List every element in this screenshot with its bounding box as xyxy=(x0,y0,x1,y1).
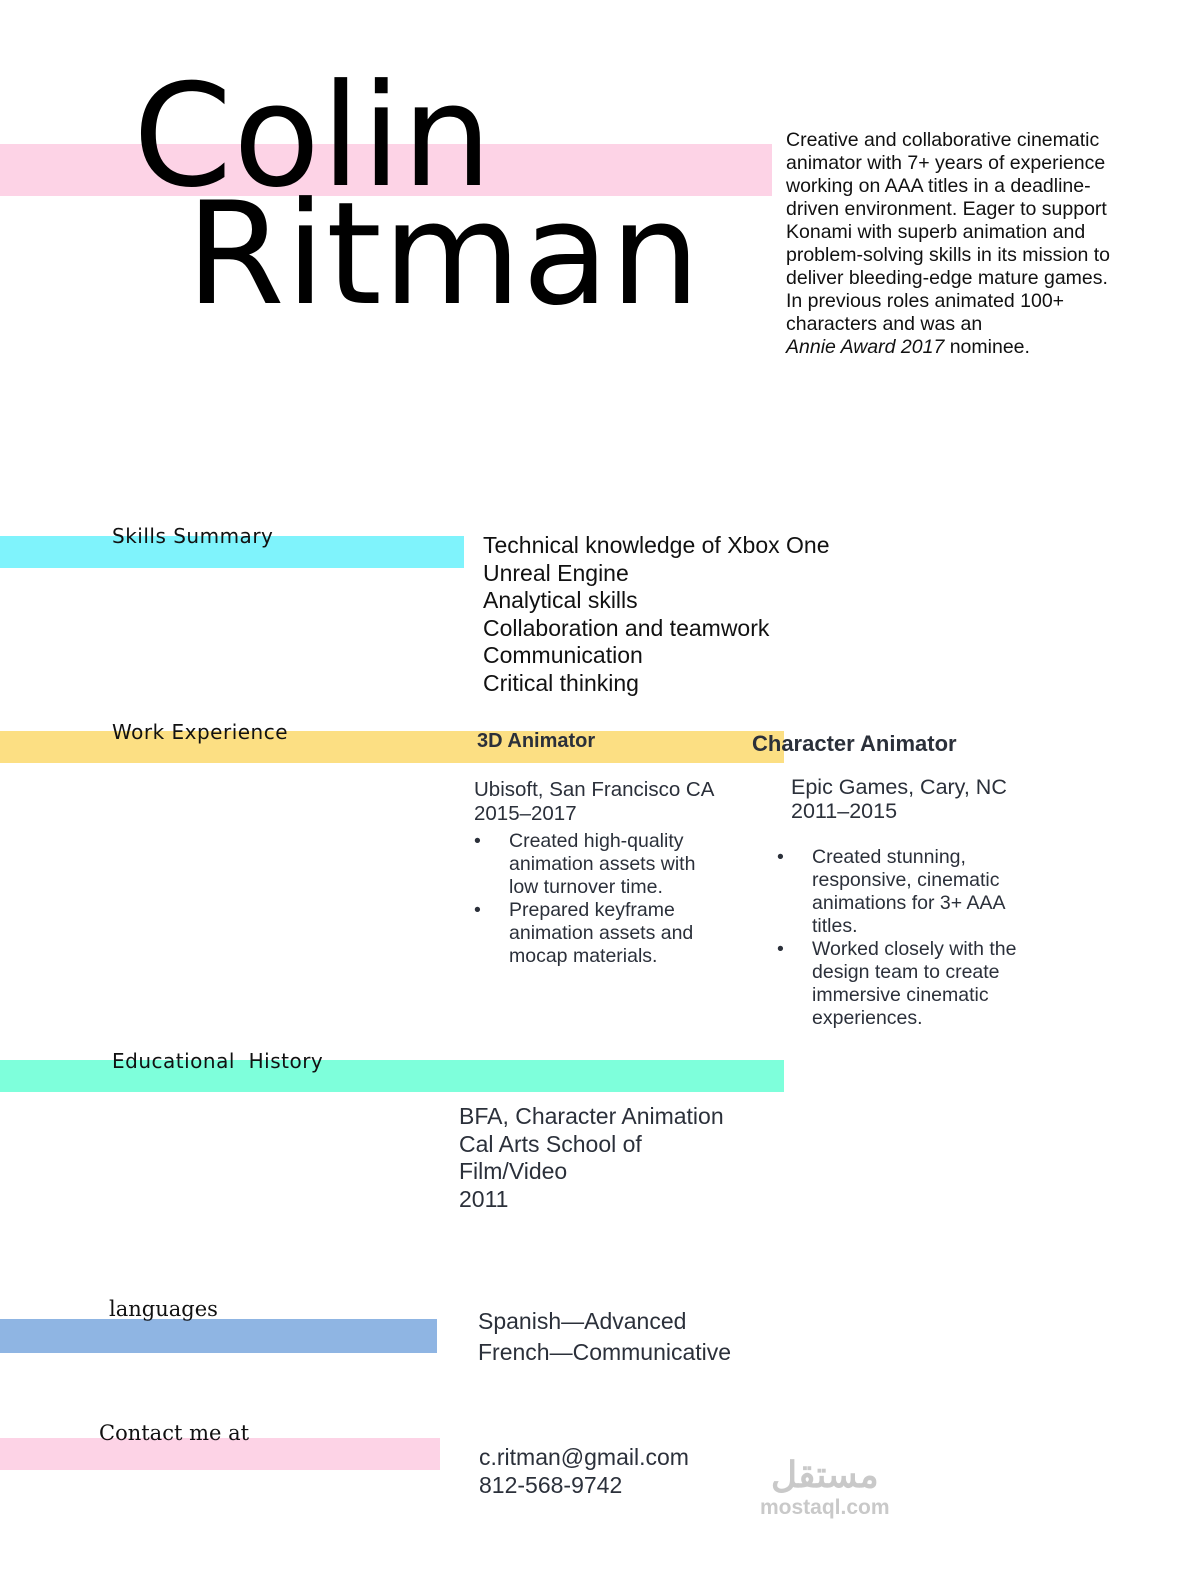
job-bullets: Created high-quality animation assets wi… xyxy=(474,830,704,968)
skills-list: Technical knowledge of Xbox One Unreal E… xyxy=(483,532,830,698)
contact-email[interactable]: c.ritman@gmail.com xyxy=(479,1444,689,1470)
language-item: Spanish—Advanced xyxy=(478,1308,687,1334)
education-line: 2011 xyxy=(459,1185,509,1212)
job-bullet: Prepared keyframe animation assets and m… xyxy=(474,899,704,968)
education-heading: Educational History xyxy=(112,1049,324,1073)
skills-heading: Skills Summary xyxy=(112,524,274,548)
work-heading: Work Experience xyxy=(112,720,289,744)
job-company: Ubisoft, San Francisco CA xyxy=(474,778,715,801)
job-dates: 2015–2017 xyxy=(474,802,577,825)
summary-award: Annie Award 2017 xyxy=(786,336,945,358)
education-line: BFA, Character Animation xyxy=(459,1103,724,1129)
watermark-logo: مستقل mostaql.com xyxy=(760,1455,890,1521)
name-highlight-bar xyxy=(0,144,772,196)
skill-item: Communication xyxy=(483,642,643,669)
contact-heading: Contact me at xyxy=(99,1421,250,1445)
job-title: 3D Animator xyxy=(477,730,596,752)
languages-list: Spanish—Advanced French—Communicative xyxy=(478,1306,731,1368)
job-bullet: Worked closely with the design team to c… xyxy=(777,938,1027,1030)
first-name: Colin xyxy=(133,54,493,219)
job-meta: Ubisoft, San Francisco CA 2015–2017 xyxy=(474,778,714,826)
last-name: Ritman xyxy=(186,172,702,337)
education-details: BFA, Character Animation Cal Arts School… xyxy=(459,1103,724,1213)
skills-highlight-bar xyxy=(0,536,464,568)
language-item: French—Communicative xyxy=(478,1339,732,1365)
skill-item: Unreal Engine xyxy=(483,559,629,586)
contact-details: c.ritman@gmail.com 812-568-9742 xyxy=(479,1444,689,1499)
profile-summary: Creative and collaborative cinematic ani… xyxy=(786,129,1116,359)
work-highlight-bar xyxy=(0,731,784,763)
watermark-arabic: مستقل xyxy=(770,1454,879,1495)
skill-item: Critical thinking xyxy=(483,669,639,696)
job-dates: 2011–2015 xyxy=(791,799,898,823)
skill-item: Analytical skills xyxy=(483,587,638,614)
education-highlight-bar xyxy=(0,1060,784,1092)
languages-heading: languages xyxy=(109,1297,218,1321)
job-company: Epic Games, Cary, NC xyxy=(791,775,1007,799)
summary-end: nominee. xyxy=(944,336,1030,358)
job-meta: Epic Games, Cary, NC 2011–2015 xyxy=(791,775,1007,823)
education-line: Film/Video xyxy=(459,1158,568,1184)
job-bullet: Created stunning, responsive, cinematic … xyxy=(777,846,1027,938)
skill-item: Technical knowledge of Xbox One xyxy=(483,532,830,558)
job-title: Character Animator xyxy=(752,731,957,756)
skill-item: Collaboration and teamwork xyxy=(483,614,770,641)
summary-text: Creative and collaborative cinematic ani… xyxy=(786,129,1111,335)
contact-highlight-bar xyxy=(0,1438,440,1470)
contact-phone[interactable]: 812-568-9742 xyxy=(479,1471,623,1498)
watermark-latin: mostaql.com xyxy=(760,1496,890,1519)
job-bullets: Created stunning, responsive, cinematic … xyxy=(777,846,1027,1030)
languages-highlight-bar xyxy=(0,1319,437,1353)
job-bullet: Created high-quality animation assets wi… xyxy=(474,830,704,899)
education-line: Cal Arts School of xyxy=(459,1130,642,1157)
